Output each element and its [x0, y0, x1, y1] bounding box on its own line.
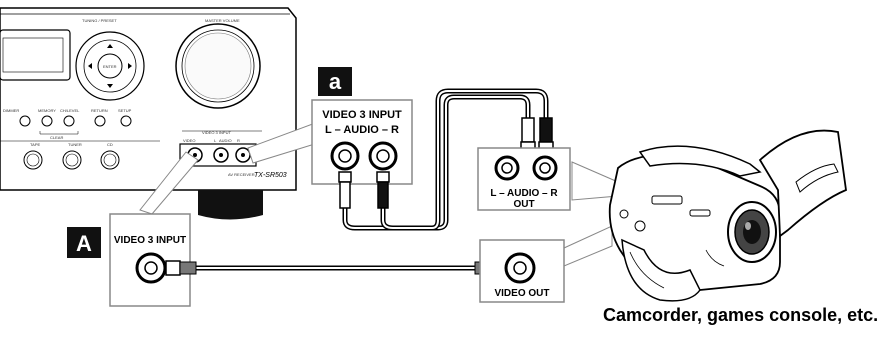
- camcorder-audio-out-sub: OUT: [513, 199, 534, 210]
- video-input-callout: A VIDEO 3 INPUT: [67, 213, 191, 307]
- marker-a-box: [318, 67, 352, 96]
- audio-plug-r: [376, 171, 390, 209]
- brand-text: AV RECEIVER: [228, 172, 255, 177]
- audio-plug-l: [338, 171, 352, 209]
- master-volume-label: MASTER VOLUME: [205, 18, 240, 23]
- navigation-dial[interactable]: ENTER: [75, 31, 145, 101]
- tuner-label: TUNER: [68, 142, 82, 147]
- camcorder-audio-plug-l: [520, 117, 536, 151]
- return-label: RETURN: [91, 108, 108, 113]
- cd-button[interactable]: [100, 150, 120, 170]
- video-input-jack[interactable]: [135, 252, 167, 284]
- caption: Camcorder, games console, etc.: [603, 305, 879, 325]
- camcorder-audio-plug-r: [538, 117, 554, 151]
- dimmer-button[interactable]: [19, 115, 31, 127]
- audio-callout-title: VIDEO 3 INPUT: [322, 109, 402, 121]
- marker-a: a: [329, 69, 342, 94]
- camcorder-video-out-callout: VIDEO OUT: [479, 225, 613, 303]
- tuning-preset-label: TUNING / PRESET: [82, 18, 117, 23]
- audio-input-l-jack[interactable]: [330, 141, 360, 171]
- setup-label: SETUP: [118, 108, 132, 113]
- front-audio-r-jack[interactable]: [235, 147, 251, 163]
- ch-level-label: CH/LEVEL: [60, 108, 80, 113]
- video-cable[interactable]: [165, 260, 506, 276]
- camcorder-audio-out-l-jack[interactable]: [494, 155, 520, 181]
- cd-label: CD: [107, 142, 113, 147]
- audio-cable[interactable]: [342, 88, 549, 231]
- front-input-label: VIDEO 3 INPUT: [202, 130, 231, 135]
- audio-input-r-jack[interactable]: [368, 141, 398, 171]
- memory-button[interactable]: [41, 115, 53, 127]
- tuner-button[interactable]: [62, 150, 82, 170]
- dimmer-label: DIMMER: [3, 108, 19, 113]
- video-callout-title: VIDEO 3 INPUT: [114, 235, 186, 246]
- memory-label: MEMORY: [38, 108, 56, 113]
- front-r-label: R: [237, 138, 240, 143]
- camcorder-video-out-jack[interactable]: [504, 252, 536, 284]
- marker-A-box: [67, 227, 101, 258]
- front-audio-l-jack[interactable]: [213, 147, 229, 163]
- return-button[interactable]: [94, 115, 106, 127]
- setup-button[interactable]: [120, 115, 132, 127]
- camcorder-audio-out-label: L – AUDIO – R: [490, 188, 558, 199]
- clear-label: CLEAR: [50, 135, 63, 140]
- camcorder-illustration: [608, 129, 847, 302]
- audio-input-callout: a VIDEO 3 INPUT L – AUDIO – R: [311, 67, 413, 185]
- master-volume-knob[interactable]: [175, 23, 261, 109]
- ch-level-button[interactable]: [63, 115, 75, 127]
- model-name: TX-SR503: [254, 172, 287, 179]
- av-receiver-front-panel: TUNING / PRESET MASTER VOLUME ENTER DIMM…: [0, 7, 297, 220]
- front-audio-label: AUDIO: [219, 138, 232, 143]
- camcorder-audio-out-r-jack[interactable]: [532, 155, 558, 181]
- display-window: [0, 29, 71, 81]
- front-video-label: VIDEO: [183, 138, 195, 143]
- tape-label: TAPE: [30, 142, 40, 147]
- enter-button[interactable]: [97, 53, 123, 79]
- enter-label: ENTER: [103, 64, 117, 69]
- tape-button[interactable]: [23, 150, 43, 170]
- camcorder-video-out-label: VIDEO OUT: [494, 288, 549, 299]
- audio-callout-jacks-label: L – AUDIO – R: [325, 124, 399, 136]
- front-l-label: L: [214, 138, 217, 143]
- receiver-foot: [198, 190, 263, 220]
- marker-A: A: [76, 231, 92, 256]
- camcorder-audio-out-callout: L – AUDIO – R OUT: [477, 147, 619, 211]
